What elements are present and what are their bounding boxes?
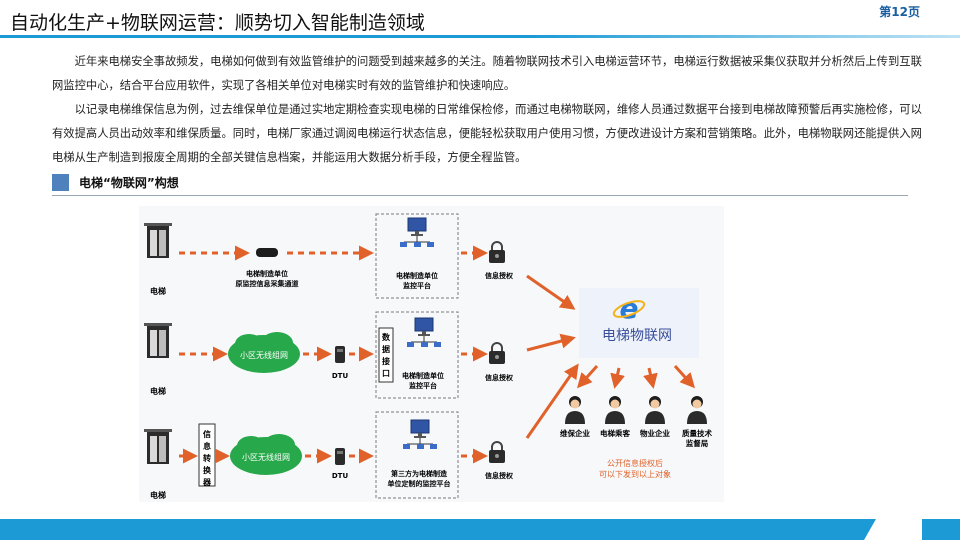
svg-text:转: 转: [203, 453, 211, 463]
example-paragraph: 以记录电梯维保信息为例，过去维保单位是通过实地定期检查实现电梯的日常维保检修，而…: [52, 103, 922, 164]
stakeholder-label: 电梯乘客: [600, 428, 630, 438]
dtu-icon: [335, 448, 345, 465]
platform-label-line2: 监控平台: [403, 281, 431, 290]
ie-logo-icon: e: [620, 292, 639, 325]
public-note-line2: 可以下发到以上对象: [599, 469, 671, 479]
elevator-label: 电梯: [150, 386, 166, 396]
channel-label-line2: 原监控信息采集通道: [236, 279, 299, 288]
auth-label: 信息授权: [485, 271, 514, 280]
stakeholder-label: 维保企业: [560, 428, 590, 438]
public-note-line1: 公开信息授权后: [607, 458, 663, 468]
flow-arrow: [673, 364, 696, 389]
svg-text:接: 接: [382, 356, 390, 366]
svg-text:口: 口: [382, 369, 390, 378]
section-underline: [52, 195, 908, 196]
title-underline: [0, 35, 960, 38]
third-party-label-line1: 第三方为电梯制造: [391, 469, 448, 478]
page-title: 自动化生产+物联网运营：顺势切入智能制造领域: [10, 12, 425, 34]
svg-text:据: 据: [382, 344, 390, 354]
svg-text:数: 数: [382, 332, 391, 342]
hub-label: 电梯物联网: [602, 328, 672, 344]
svg-text:信: 信: [203, 429, 211, 439]
elevator-label: 电梯: [150, 490, 166, 500]
elevator-icon: [144, 323, 172, 358]
elevator-iot-diagram: 电梯 电梯制造单位 原监控信息采集通道 电梯制造单位 监控平台 信息授权 电梯 …: [139, 206, 724, 502]
elevator-icon: [144, 223, 172, 258]
section-marker: [52, 174, 69, 191]
footer-page-tab: [864, 519, 922, 540]
intro-paragraph: 近年来电梯安全事故频发，电梯如何做到有效监管维护的问题受到越来越多的关注。随着物…: [52, 55, 922, 92]
flow-arrow: [610, 367, 625, 389]
data-interface-box: [378, 327, 394, 383]
stakeholder-label: 物业企业: [640, 428, 670, 438]
section-title: 电梯“物联网”构想: [79, 176, 179, 190]
platform-box-2: [375, 311, 459, 399]
iot-hub-panel: [579, 288, 699, 358]
svg-text:器: 器: [202, 478, 212, 487]
cloud-label: 小区无线组网: [242, 452, 290, 462]
stakeholder-label-line2: 监督局: [686, 438, 709, 448]
collector-icon: [256, 248, 278, 257]
dtu-label: DTU: [332, 472, 349, 480]
flow-arrow: [643, 367, 658, 389]
flow-arrow: [526, 333, 576, 352]
third-party-label-line2: 单位定制的监控平台: [388, 479, 451, 488]
auth-label: 信息授权: [485, 471, 514, 480]
page-number: 第12页: [879, 5, 920, 19]
flow-arrow: [576, 364, 599, 389]
svg-text:换: 换: [203, 465, 212, 475]
platform-label-line2: 监控平台: [409, 381, 437, 390]
platform-label-line1: 电梯制造单位: [402, 371, 444, 380]
flow-arrow: [526, 274, 576, 310]
elevator-icon: [144, 429, 172, 464]
svg-text:息: 息: [203, 441, 211, 451]
flow-arrow: [525, 363, 579, 439]
platform-box-3: [375, 411, 459, 499]
dtu-icon: [335, 346, 345, 363]
auth-label: 信息授权: [485, 373, 514, 382]
cloud-label: 小区无线组网: [240, 350, 288, 360]
channel-label-line1: 电梯制造单位: [246, 269, 288, 278]
platform-label-line1: 电梯制造单位: [396, 271, 438, 280]
footer-bar: [0, 519, 960, 540]
stakeholder-label: 质量技术: [682, 428, 712, 438]
dtu-label: DTU: [332, 372, 349, 380]
elevator-label: 电梯: [150, 286, 166, 296]
platform-box-1: [375, 213, 459, 299]
